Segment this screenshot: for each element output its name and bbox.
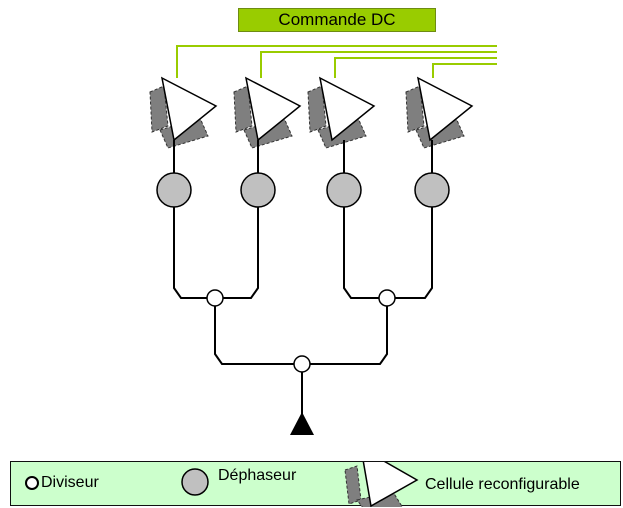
- divider-right: [378, 289, 396, 307]
- divider-legend-label: Diviseur: [41, 474, 99, 491]
- input-port: [290, 412, 314, 435]
- divider-main: [293, 355, 311, 373]
- dc-control-label: Commande DC: [238, 8, 436, 32]
- phase-shifter-2: [240, 172, 276, 208]
- phase-shifter-3: [326, 172, 362, 208]
- reconfigurable-cell-1: [149, 76, 218, 149]
- reconfigurable-cell-legend-icon: [344, 462, 419, 507]
- phase-shifter-legend-icon: [181, 468, 209, 496]
- dc-control-lines: [176, 45, 497, 78]
- phase-shifter-4: [414, 172, 450, 208]
- reconfigurable-cell-4: [405, 76, 474, 149]
- phase-shifters: [156, 172, 450, 208]
- dividers: [206, 289, 396, 373]
- phase-shifter-legend-label: Déphaseur: [218, 467, 297, 484]
- dc-control-text: Commande DC: [278, 10, 396, 29]
- divider-left: [206, 289, 224, 307]
- reconfigurable-cell-2: [233, 76, 302, 149]
- reconfigurable-cell-3: [307, 76, 376, 149]
- divider-legend-icon: [25, 476, 39, 490]
- reconfigurable-cell-legend-label: Cellule reconfigurable: [425, 476, 580, 493]
- legend: Diviseur Déphaseur Cellule reconfigurabl…: [10, 461, 621, 507]
- feed-network: [173, 207, 433, 414]
- cell-to-shifter-lines: [173, 140, 433, 173]
- legend-symbols: [25, 462, 419, 507]
- phase-shifter-1: [156, 172, 192, 208]
